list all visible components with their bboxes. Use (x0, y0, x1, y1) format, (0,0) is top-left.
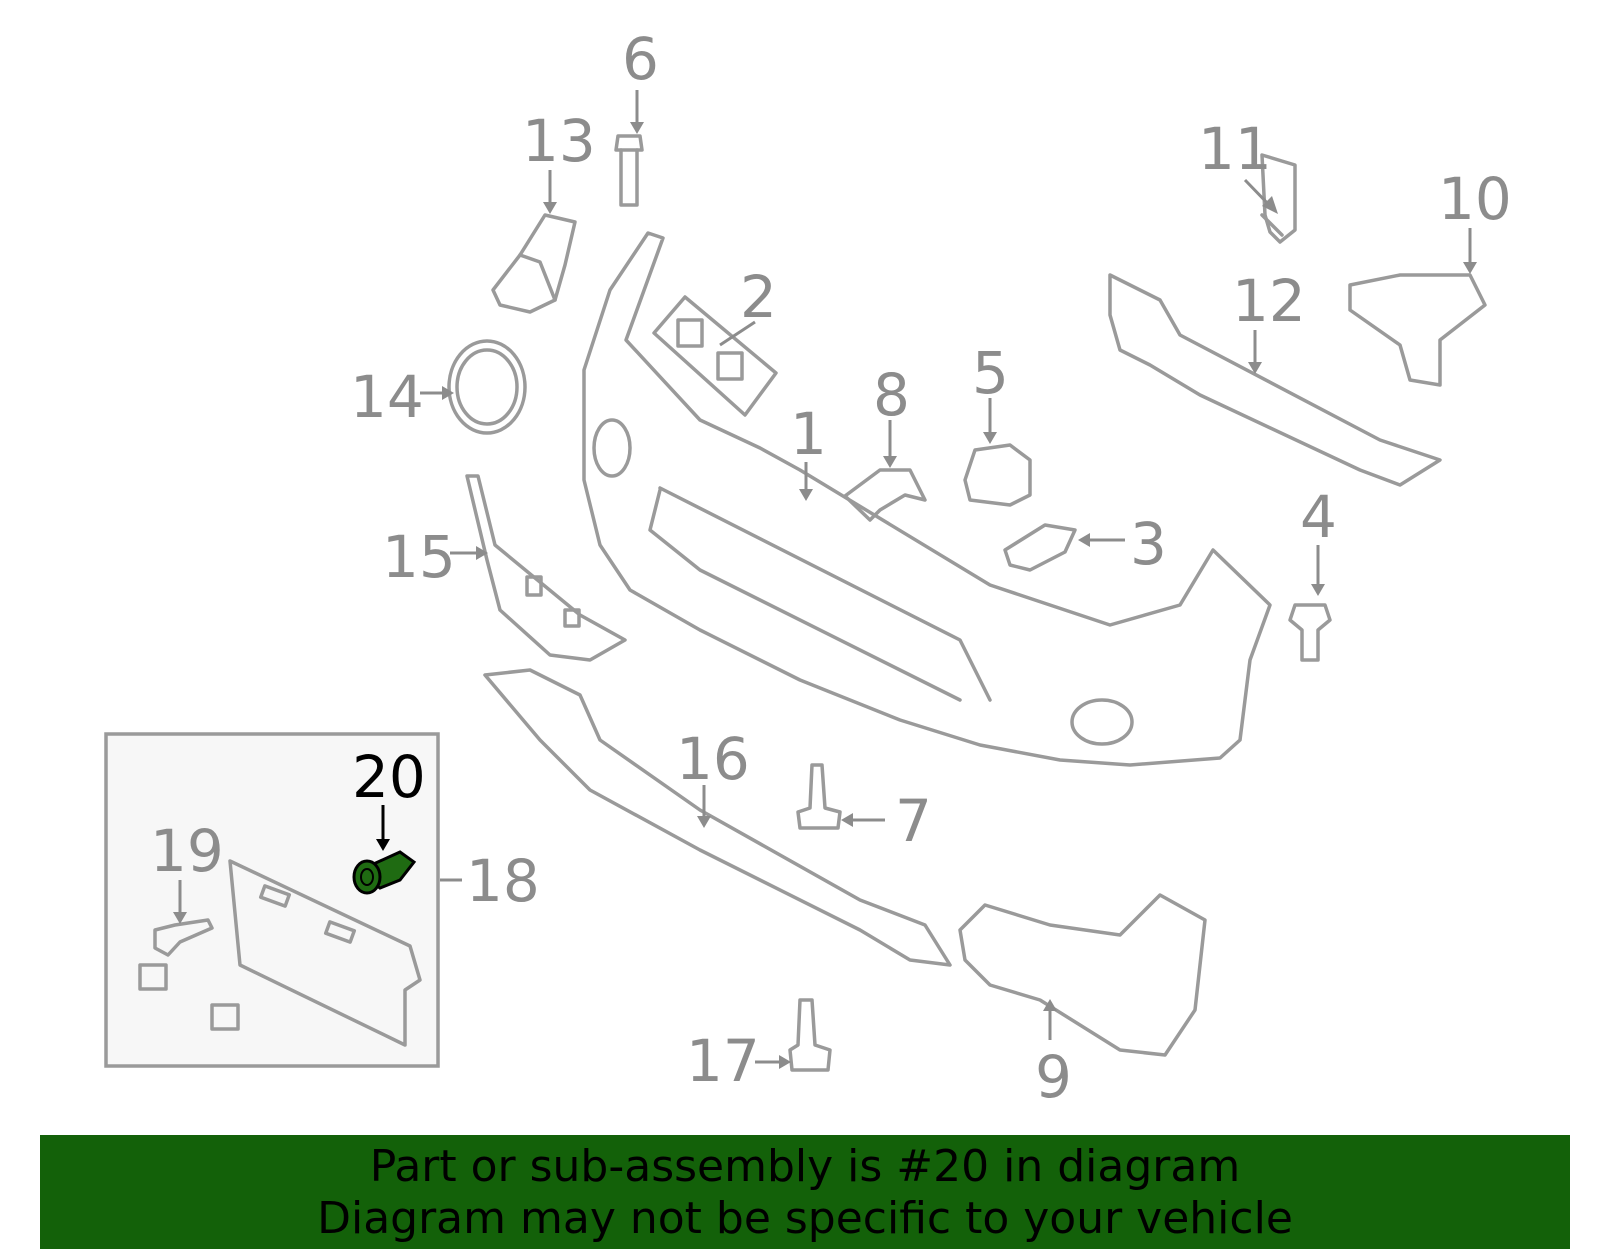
callout-19: 19 (150, 817, 224, 885)
callout-1: 1 (790, 400, 827, 468)
parts-diagram (104, 90, 1487, 1072)
callout-12: 12 (1232, 267, 1306, 335)
part-1-bumper (582, 231, 1272, 767)
caption-bar: Part or sub-assembly is #20 in diagram D… (40, 1135, 1570, 1249)
callout-20: 20 (352, 743, 426, 811)
callout-11: 11 (1198, 115, 1272, 183)
part-8-clip (843, 468, 927, 522)
callout-8: 8 (873, 361, 910, 429)
part-17-bolt (788, 998, 832, 1072)
part-14-ring (447, 339, 527, 435)
part-3-clip (1003, 523, 1077, 572)
inset-box-18 (104, 732, 440, 1068)
part-7-bolt (796, 763, 842, 830)
callout-18: 18 (466, 847, 540, 915)
callout-3: 3 (1130, 510, 1167, 578)
callout-17: 17 (686, 1027, 760, 1095)
part-10-bracket (1348, 273, 1487, 387)
part-4-clip (1288, 603, 1332, 662)
part-15-bracket (465, 474, 627, 662)
callout-16: 16 (676, 725, 750, 793)
callout-13: 13 (522, 107, 596, 175)
part-6-bolt (614, 134, 644, 207)
part-13-bracket (491, 213, 577, 314)
part-11-bracket (1260, 153, 1297, 244)
part-20-highlighted (352, 850, 417, 895)
callout-14: 14 (350, 363, 424, 431)
caption-line-2: Diagram may not be specific to your vehi… (317, 1193, 1293, 1244)
callout-9: 9 (1035, 1043, 1072, 1111)
caption-line-1: Part or sub-assembly is #20 in diagram (369, 1141, 1241, 1192)
leader-lines (173, 90, 1477, 1069)
part-16-absorber (483, 668, 952, 967)
callout-7: 7 (895, 787, 932, 855)
callout-10: 10 (1438, 165, 1512, 233)
part-2-pad (652, 295, 778, 417)
callout-15: 15 (382, 523, 456, 591)
part-9-corner (958, 893, 1207, 1057)
callout-6: 6 (622, 25, 659, 93)
part-5-bracket (963, 443, 1032, 507)
callout-5: 5 (972, 339, 1009, 407)
callout-2: 2 (740, 263, 777, 331)
callout-4: 4 (1300, 483, 1337, 551)
part-12-bar (1108, 273, 1442, 487)
